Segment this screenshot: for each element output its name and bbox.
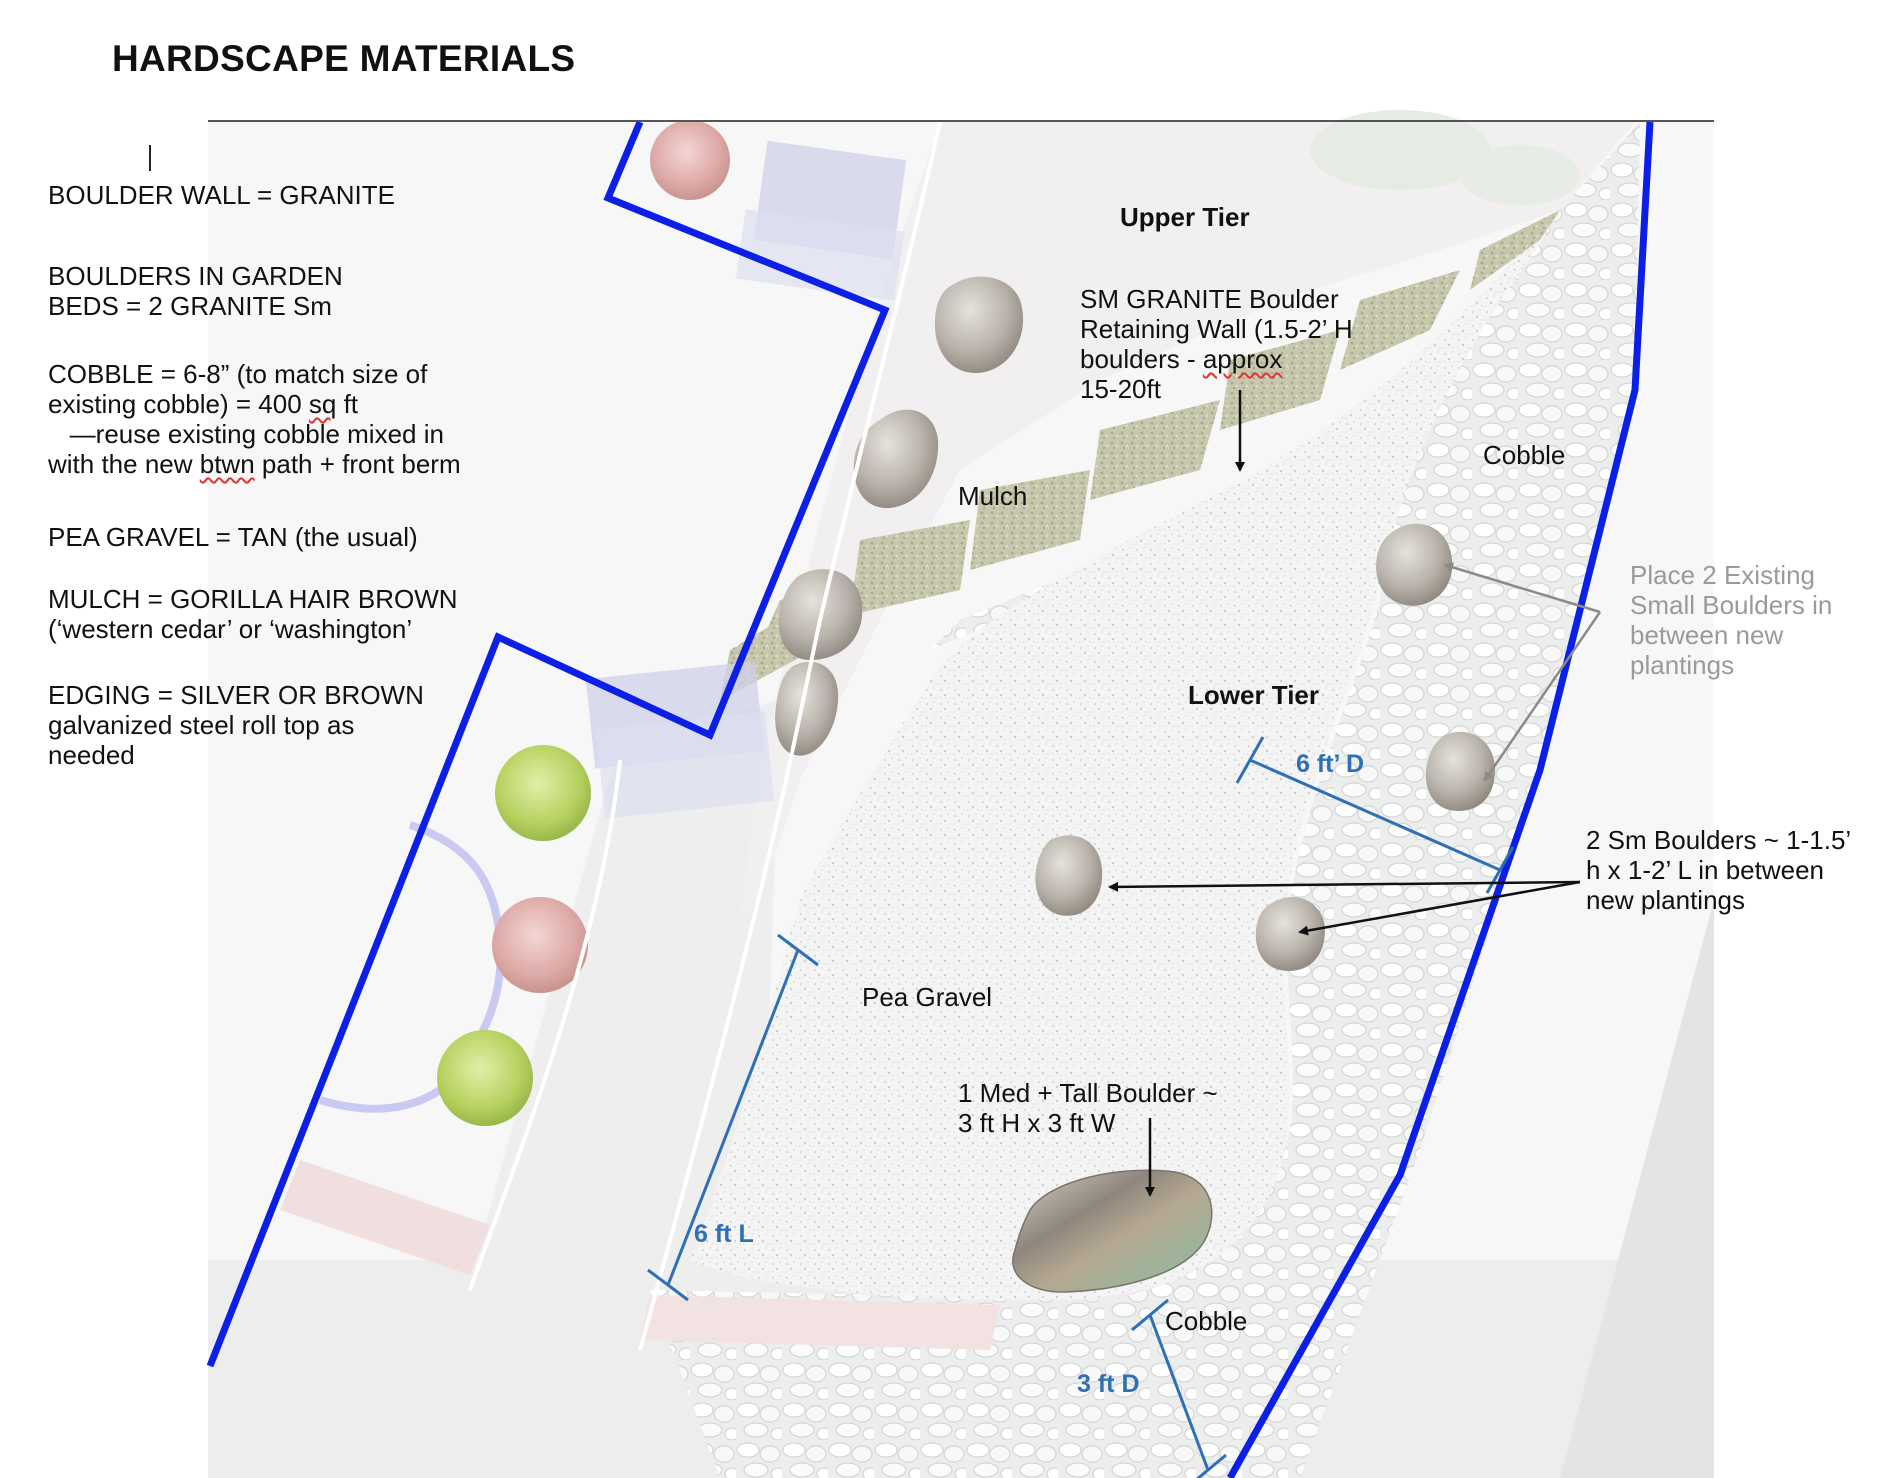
spec-cobble: existing cobble) = 400 sq ft (48, 389, 359, 419)
spec-boulders-garden: BOULDERS IN GARDEN (48, 261, 343, 291)
arrow-existing-1 (1443, 562, 1601, 614)
label-lower-tier: Lower Tier (1188, 680, 1320, 710)
label-sm-boulders: new plantings (1586, 885, 1745, 915)
dim-label-6ft-d: 6 ft’ D (1296, 750, 1365, 778)
page-title: HARDSCAPE MATERIALS (112, 38, 576, 79)
curb-strip (640, 1295, 1000, 1350)
spec-boulder-wall: BOULDER WALL = GRANITE (48, 180, 395, 210)
path-edge (638, 121, 942, 1351)
label-cobble-upper: Cobble (1483, 440, 1566, 470)
neighbor-pavement (1560, 900, 1714, 1478)
dim-label-3ft-d: 3 ft D (1077, 1370, 1140, 1398)
label-sm-boulders: h x 1-2’ L in between (1586, 855, 1824, 885)
cobble-area (650, 122, 1640, 1478)
spec-cobble: —reuse existing cobble mixed in (48, 419, 444, 449)
label-mulch: Mulch (958, 481, 1028, 511)
label-med-boulder: 1 Med + Tall Boulder ~ (958, 1078, 1218, 1108)
shrub-green (437, 1030, 533, 1126)
property-boundary (1226, 121, 1654, 1478)
label-place-existing: plantings (1630, 650, 1735, 680)
steps (735, 209, 905, 301)
spec-edging: galvanized steel roll top as (48, 710, 355, 740)
path-edge (468, 759, 622, 1291)
label-place-existing: Place 2 Existing (1630, 560, 1815, 590)
label-retaining-wall: Retaining Wall (1.5-2’ H (1080, 314, 1353, 344)
arrow-existing-2 (1483, 611, 1602, 782)
gravel-small-boulders (1035, 835, 1325, 971)
side-walkway (470, 700, 780, 1300)
property-boundary (206, 120, 890, 1368)
mulch-boulders (775, 276, 1024, 756)
label-cobble-lower: Cobble (1165, 1306, 1248, 1336)
shrub-green (495, 745, 591, 841)
spec-mulch: MULCH = GORILLA HAIR BROWN (48, 584, 458, 614)
arrow-sm-boulder-1 (1108, 880, 1581, 892)
label-upper-tier: Upper Tier (1120, 202, 1250, 232)
path-ring (318, 821, 505, 1113)
shrub-pink (492, 897, 588, 993)
med-tall-boulder (1012, 1169, 1213, 1293)
label-retaining-wall: SM GRANITE Boulder (1080, 284, 1339, 314)
label-sm-boulders: 2 Sm Boulders ~ 1-1.5’ (1586, 825, 1852, 855)
label-place-existing: Small Boulders in (1630, 590, 1833, 620)
spec-cobble: with the new btwn path + front berm (48, 449, 461, 479)
arrow-sm-boulder-2 (1298, 880, 1581, 936)
dim-6ft-d (1235, 736, 1515, 894)
dim-label-6ft-l: 6 ft L (694, 1220, 754, 1248)
label-retaining-wall: boulders - approx (1080, 344, 1283, 374)
shrub-pink (650, 120, 730, 200)
dim-3ft-d (1131, 1298, 1227, 1478)
text-cursor (149, 145, 151, 171)
faint-plant (1310, 110, 1490, 190)
spec-mulch: (‘western cedar’ or ‘washington’ (48, 614, 413, 644)
label-pea-gravel: Pea Gravel (862, 982, 993, 1012)
spec-edging: EDGING = SILVER OR BROWN (48, 680, 424, 710)
label-retaining-wall: 15-20ft (1080, 374, 1161, 404)
retaining-wall (720, 210, 1560, 700)
steps (595, 711, 775, 819)
label-med-boulder: 3 ft H x 3 ft W (958, 1108, 1116, 1138)
spec-pea-gravel: PEA GRAVEL = TAN (the usual) (48, 522, 418, 552)
curb-strip (280, 1160, 490, 1275)
spec-cobble: COBBLE = 6-8” (to match size of (48, 359, 428, 389)
label-place-existing: between new (1630, 620, 1784, 650)
faint-plant (1460, 145, 1580, 205)
existing-boulders (1376, 523, 1495, 811)
spec-edging: needed (48, 740, 135, 770)
pea-gravel-area (690, 210, 1560, 1300)
spec-boulders-garden: BEDS = 2 GRANITE Sm (48, 291, 332, 321)
title-divider (208, 120, 1714, 122)
dim-6ft-l (647, 933, 819, 1302)
